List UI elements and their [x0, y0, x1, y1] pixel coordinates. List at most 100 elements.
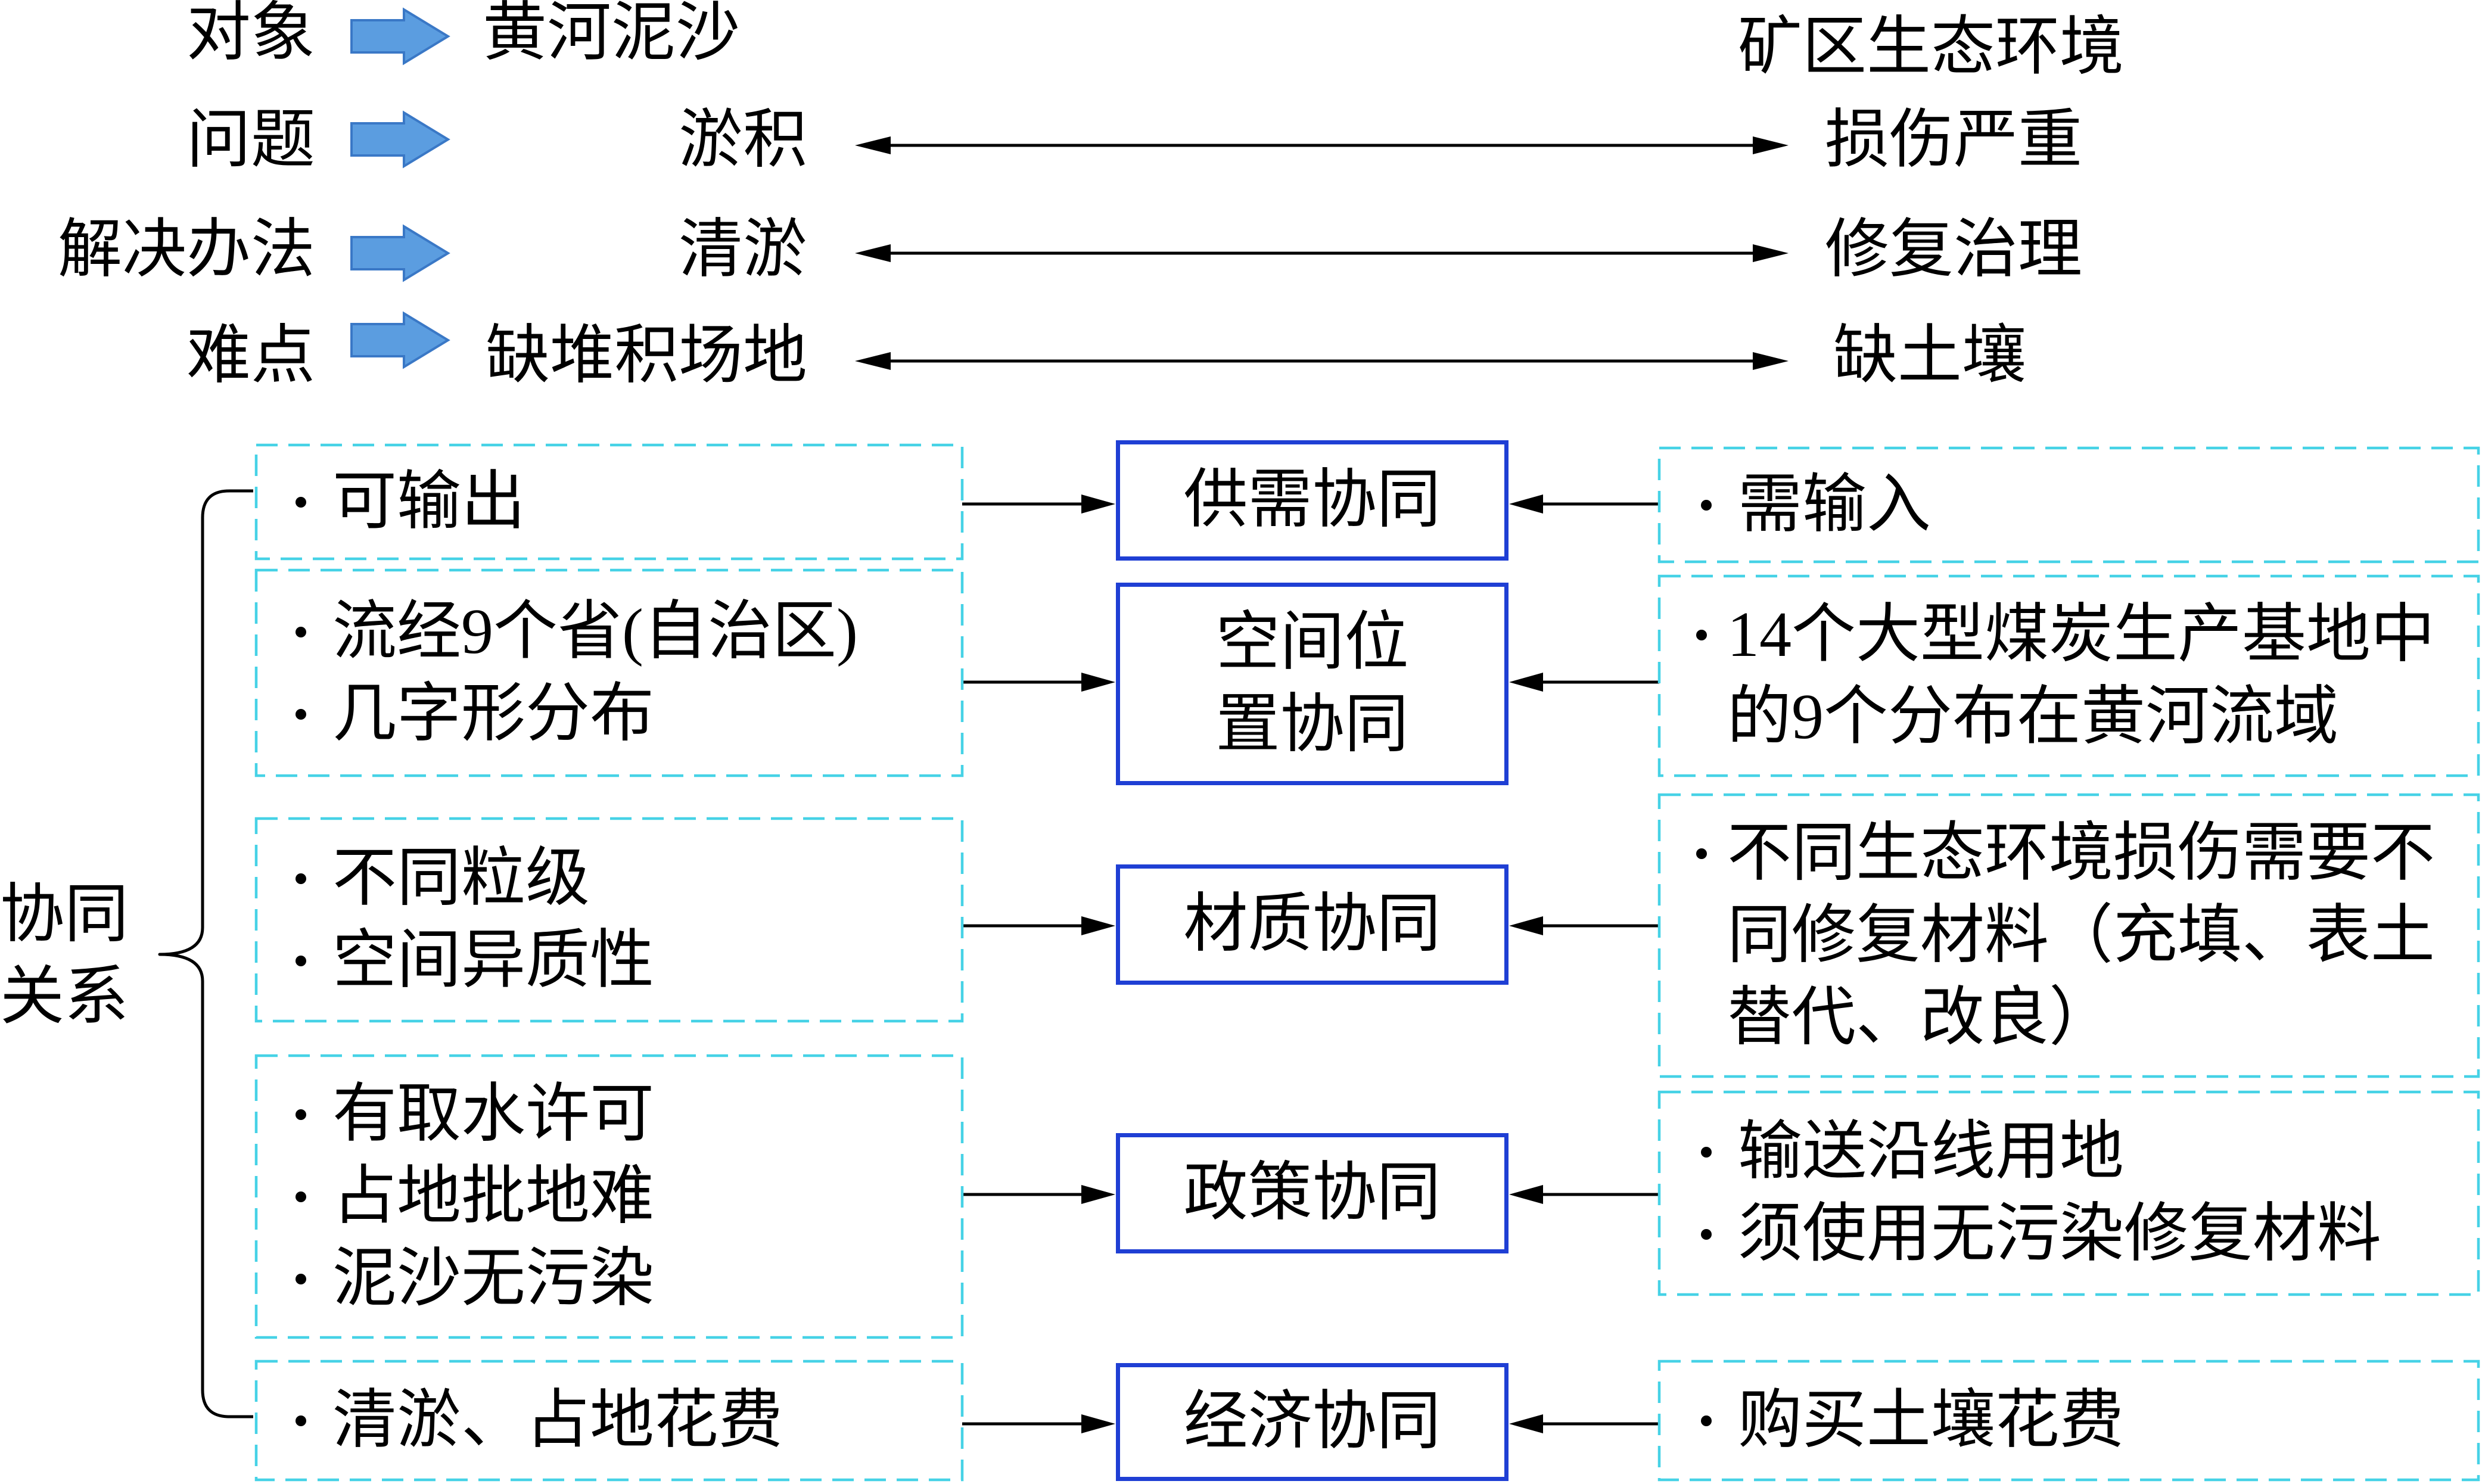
- left-arrowhead-icon: [855, 244, 891, 262]
- arrow-sediment-to-material: [962, 916, 1115, 935]
- bullet-slot: [291, 591, 332, 673]
- bullet-slot: [291, 1156, 332, 1238]
- list-item-text: 同修复材料（充填、表土: [1727, 900, 2436, 971]
- policy-synergy-box: 政策协同: [1116, 1133, 1509, 1253]
- dashed-border: [254, 817, 964, 1023]
- bullet-indent: [1694, 676, 1727, 758]
- arrow-sediment-to-supply-demand: [962, 494, 1115, 514]
- row-label-problem: 问题: [186, 105, 315, 176]
- list-item-text: 购买土壤花费: [1738, 1385, 2125, 1456]
- arrow-mine-to-economic: [1509, 1414, 1659, 1433]
- right-block-arrow-icon: [350, 224, 450, 282]
- double-arrow-solution: [855, 244, 1789, 262]
- synergy-type-text: 空间位: [1215, 607, 1409, 678]
- list-item-text: 泥沙无污染: [332, 1243, 655, 1314]
- bullet-slot: [291, 461, 332, 543]
- list-item: 泥沙无污染: [291, 1238, 962, 1320]
- arrow-sediment-to-economic: [962, 1414, 1115, 1433]
- list-item-text: 不同生态环境损伤需要不: [1727, 817, 2436, 889]
- dashed-border: [254, 443, 964, 561]
- arrow-sediment-to-policy: [962, 1185, 1115, 1204]
- list-item: 占地批地难: [291, 1156, 962, 1238]
- spatial-location-synergy-box: 空间位 置协同: [1116, 583, 1509, 785]
- list-item: 须使用无污染修复材料: [1694, 1193, 2478, 1275]
- list-item-continuation: 替代、改良）: [1694, 977, 2478, 1059]
- synergy-type-text: 置协同: [1215, 689, 1409, 760]
- right-block-arrow-icon: [350, 311, 450, 369]
- bullet-icon: [1701, 1415, 1712, 1426]
- list-item-text: 14个大型煤炭生产基地中: [1727, 599, 2436, 670]
- dashed-border: [254, 1359, 964, 1482]
- list-item-text: 有取水许可: [332, 1078, 655, 1150]
- bullet-icon: [296, 626, 306, 637]
- block-arrows: [350, 7, 450, 369]
- list-item: 几字形分布: [291, 673, 962, 755]
- left-arrowhead-icon: [1509, 494, 1543, 514]
- arrow-mine-to-policy: [1509, 1185, 1659, 1204]
- right-arrowhead-icon: [1081, 1185, 1115, 1204]
- list-item-continuation: 的9个分布在黄河流域: [1694, 676, 2478, 758]
- list-item: 空间异质性: [291, 920, 962, 1002]
- sediment-supply-box: 可输出: [254, 443, 964, 561]
- arrow-mine-to-spatial-location: [1509, 673, 1659, 692]
- list-item-continuation: 同修复材料（充填、表土: [1694, 895, 2478, 977]
- list-item-text: 需输入: [1738, 469, 1932, 540]
- bullet-icon: [296, 956, 306, 966]
- synergy-type-text: 供需协同: [1183, 465, 1441, 536]
- bullet-slot: [291, 1380, 332, 1462]
- synergy-relation-label: 协同 关系: [0, 874, 137, 1038]
- list-item-text: 占地批地难: [332, 1161, 655, 1232]
- sediment-problem-text: 淤积: [678, 105, 807, 176]
- mine-policy-box: 输送沿线用地 须使用无污染修复材料: [1657, 1090, 2480, 1296]
- sediment-location-box: 流经9个省(自治区) 几字形分布: [254, 568, 964, 777]
- right-arrowhead-icon: [1753, 244, 1789, 262]
- bullet-icon: [1696, 629, 1707, 640]
- list-item-text: 几字形分布: [332, 678, 655, 749]
- bullet-icon: [1701, 1229, 1712, 1240]
- list-item-text: 的9个分布在黄河流域: [1727, 681, 2339, 752]
- list-item: 可输出: [291, 461, 962, 543]
- mine-material-box: 不同生态环境损伤需要不 同修复材料（充填、表土 替代、改良）: [1657, 793, 2480, 1078]
- mine-difficulty-text: 缺土壤: [1833, 321, 2027, 391]
- sediment-object-text: 黄河泥沙: [483, 0, 741, 69]
- right-block-arrow-icon: [350, 7, 450, 66]
- row-label-object: 对象: [186, 0, 315, 69]
- bullet-slot: [291, 838, 332, 920]
- mine-problem-text: 损伤严重: [1825, 105, 2083, 176]
- left-arrowhead-icon: [1509, 673, 1543, 692]
- arrow-mine-to-material: [1509, 916, 1659, 935]
- list-item-text: 空间异质性: [332, 925, 655, 996]
- synergy-label-line: 协同: [0, 879, 129, 950]
- list-item-text: 须使用无污染修复材料: [1738, 1199, 2382, 1270]
- bullet-slot: [1694, 1193, 1738, 1275]
- bullet-slot: [1694, 464, 1738, 546]
- list-item-text: 输送沿线用地: [1738, 1116, 2125, 1187]
- left-arrowhead-icon: [855, 136, 891, 154]
- dashed-border: [1657, 793, 2480, 1078]
- list-item: 14个大型煤炭生产基地中: [1694, 594, 2478, 676]
- supply-demand-synergy-box: 供需协同: [1116, 440, 1509, 561]
- list-item: 不同生态环境损伤需要不: [1694, 813, 2478, 895]
- sediment-policy-box: 有取水许可 占地批地难 泥沙无污染: [254, 1054, 964, 1339]
- sediment-solution-text: 清淤: [678, 214, 807, 285]
- synergy-type-text: 材质协同: [1183, 889, 1441, 960]
- right-arrowhead-icon: [1081, 673, 1115, 692]
- list-item-text: 不同粒级: [332, 843, 590, 914]
- bullet-icon: [1701, 1147, 1712, 1158]
- bullet-icon: [296, 1109, 306, 1120]
- dashed-border: [1657, 446, 2480, 564]
- left-arrowhead-icon: [1509, 1185, 1543, 1204]
- mine-location-box: 14个大型煤炭生产基地中 的9个分布在黄河流域: [1657, 574, 2480, 777]
- bullet-indent: [1694, 895, 1727, 977]
- sediment-difficulty-text: 缺堆积场地: [485, 321, 807, 391]
- list-item: 输送沿线用地: [1694, 1111, 2478, 1193]
- left-arrowhead-icon: [855, 352, 891, 370]
- list-item-text: 可输出: [332, 466, 526, 537]
- arrow-mine-to-supply-demand: [1509, 494, 1659, 514]
- dashed-border: [1657, 1090, 2480, 1296]
- synergy-label-line: 关系: [0, 962, 129, 1032]
- right-block-arrow-icon: [350, 110, 450, 169]
- synergy-type-text: 经济协同: [1183, 1386, 1441, 1457]
